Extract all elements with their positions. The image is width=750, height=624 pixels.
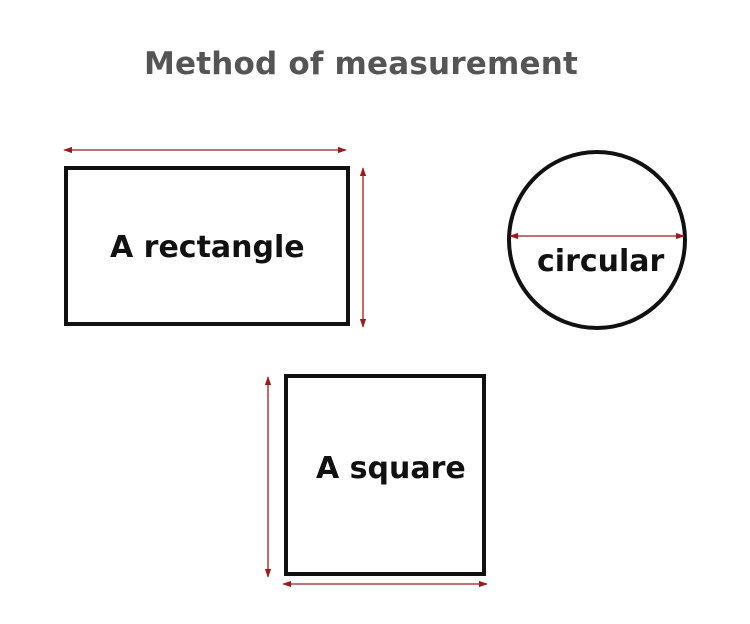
circle-group: circular	[507, 150, 687, 330]
square-group: A square	[264, 374, 488, 588]
circle-label: circular	[537, 244, 665, 279]
rectangle-group: A rectangle	[63, 146, 367, 328]
diagram-title: Method of measurement	[143, 46, 579, 82]
circle-shape	[507, 150, 687, 330]
square-label: A square	[316, 451, 466, 486]
rectangle-shape	[64, 166, 350, 326]
rectangle-label: A rectangle	[110, 230, 305, 265]
square-shape	[284, 374, 486, 576]
